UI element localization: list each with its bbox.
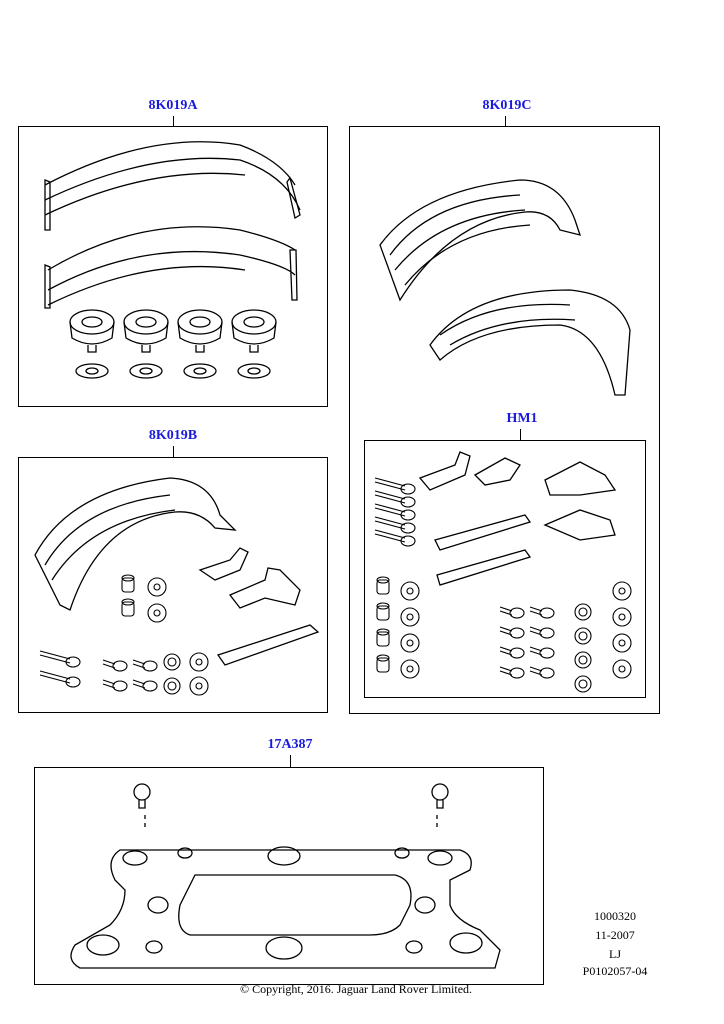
part-link-17a387[interactable]: 17A387 [267, 737, 313, 752]
reference-code: LJ [609, 947, 621, 961]
leader-line [290, 755, 291, 767]
kit-box-8k019c [349, 126, 660, 714]
part-link-8k019b[interactable]: 8K019B [148, 428, 198, 443]
part-link-hm1[interactable]: HM1 [506, 411, 538, 426]
fastener-illustration [39, 477, 632, 696]
kit-box-8k019b [18, 457, 328, 713]
guard-frame-illustration [34, 179, 631, 611]
kit-box-hm1 [364, 440, 646, 698]
guard-bar-illustration [44, 141, 301, 309]
reference-date: 11-2007 [595, 928, 635, 942]
copyright-notice: © Copyright, 2016. Jaguar Land Rover Lim… [239, 982, 473, 996]
leader-line [520, 429, 521, 440]
mounting-plate-illustration [70, 783, 501, 969]
leader-line [173, 446, 174, 457]
leader-line [505, 116, 506, 126]
bracket-illustration [198, 451, 617, 666]
leader-line [173, 116, 174, 126]
kit-box-17a387 [34, 767, 544, 985]
illustration-number: P0102057-04 [582, 964, 648, 978]
reference-number: 1000320 [594, 909, 636, 923]
part-link-8k019c[interactable]: 8K019C [482, 98, 532, 113]
knob-illustration [69, 309, 277, 379]
part-link-8k019a[interactable]: 8K019A [148, 98, 198, 113]
kit-box-8k019a [18, 126, 328, 407]
